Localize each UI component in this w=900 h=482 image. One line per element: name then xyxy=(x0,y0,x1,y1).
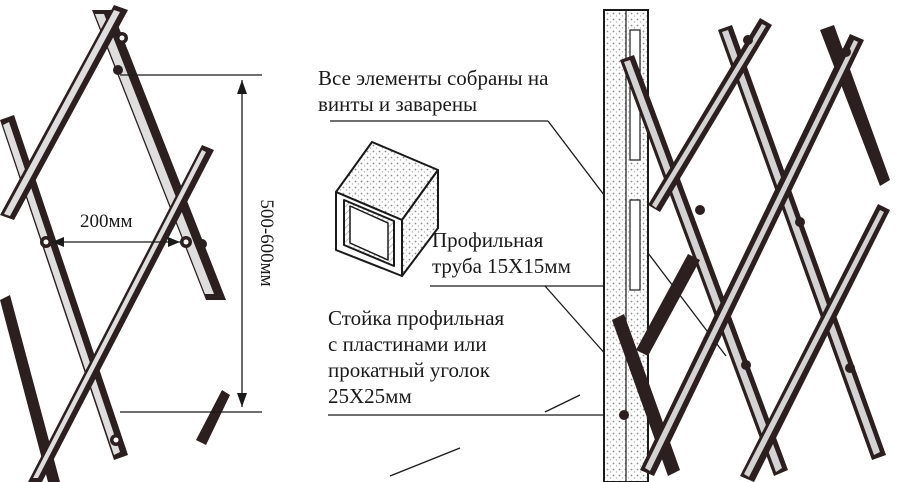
height-dimension xyxy=(120,74,262,413)
right-bar xyxy=(645,40,858,471)
bolt xyxy=(841,47,851,57)
right-bar xyxy=(636,254,700,356)
post-label-line1: Стойка профильная xyxy=(328,306,505,330)
left-bar xyxy=(33,150,206,478)
bolt xyxy=(113,437,119,443)
left-bar xyxy=(3,122,120,455)
bolt xyxy=(741,360,751,370)
bolt xyxy=(795,217,805,227)
right-bar xyxy=(744,210,884,477)
left-bar xyxy=(196,390,230,445)
bolt xyxy=(113,65,123,75)
bolt xyxy=(619,410,629,420)
left-lattice xyxy=(0,5,230,482)
width-label: 200мм xyxy=(80,211,133,232)
right-bar xyxy=(652,24,766,208)
post-label-line4: 25Х25мм xyxy=(328,384,412,408)
bolt xyxy=(119,35,125,41)
profile-tube xyxy=(335,141,439,277)
leader-ground xyxy=(389,447,461,477)
left-bar xyxy=(4,10,120,216)
post-label-line2: с пластинами или xyxy=(328,332,487,356)
bolt xyxy=(695,205,705,215)
bolt xyxy=(743,35,753,45)
assembly-note-line2: винты и заварены xyxy=(318,92,478,116)
right-bar xyxy=(624,60,782,472)
bolt xyxy=(43,239,49,245)
assembly-note-line1: Все элементы собраны на xyxy=(318,66,549,90)
left-bar xyxy=(95,14,214,294)
right-bar xyxy=(722,30,880,455)
post-label-line3: прокатный уголок xyxy=(328,358,490,382)
leader-post xyxy=(544,394,581,413)
left-bar xyxy=(0,295,60,482)
leader-lines xyxy=(328,120,727,477)
tube-label-line1: Профильная xyxy=(432,228,544,252)
bolt xyxy=(845,363,855,373)
bolt xyxy=(183,239,189,245)
right-lattice xyxy=(612,18,890,482)
height-label: 500-600мм xyxy=(256,199,277,287)
tube-label-line2: труба 15Х15мм xyxy=(432,254,571,278)
bolt xyxy=(197,239,207,249)
width-dimension xyxy=(52,237,180,247)
